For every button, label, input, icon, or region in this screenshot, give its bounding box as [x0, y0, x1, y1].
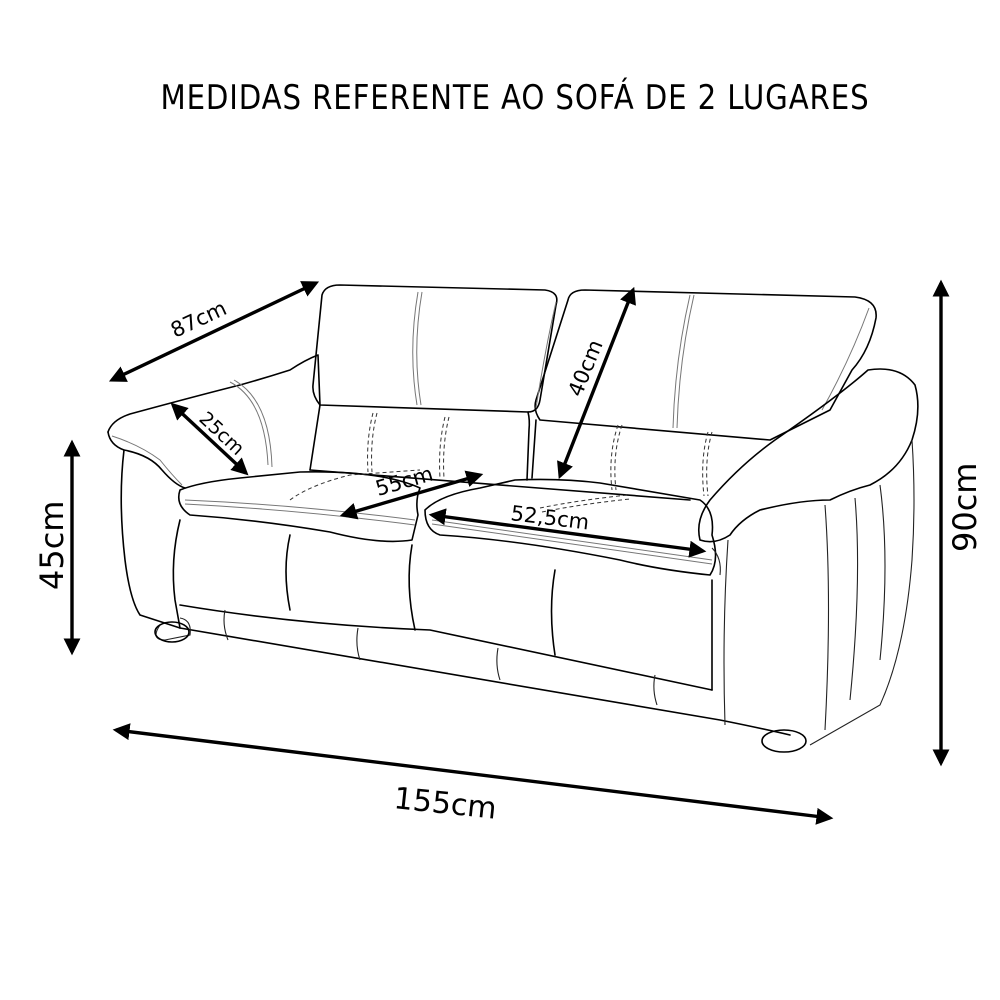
arm-width-arrow: [170, 402, 249, 476]
depth-arrow: [108, 281, 320, 382]
left-seat-cushion: [177, 471, 421, 543]
dimension-labels: 87cm 25cm 40cm 55cm 52,5cm 45cm 90cm 155…: [33, 296, 984, 827]
seat-width-arrow: [428, 508, 707, 558]
backrest-left-cushion: [312, 284, 558, 413]
left-foot: [154, 621, 190, 643]
seat-depth-arrow: [339, 470, 484, 520]
diagram-title: MEDIDAS REFERENTE AO SOFÁ DE 2 LUGARES: [160, 78, 870, 118]
label-total-height: 90cm: [946, 463, 984, 552]
label-seat-depth: 55cm: [373, 462, 436, 501]
label-total-width: 155cm: [392, 781, 498, 827]
dimension-lines: [63, 279, 950, 825]
backrest-height-arrow: [557, 286, 636, 480]
label-seat-height: 45cm: [33, 501, 71, 590]
right-armrest: [697, 368, 919, 543]
label-depth: 87cm: [167, 296, 230, 343]
label-seat-width: 52,5cm: [509, 501, 590, 534]
total-width-arrow: [112, 723, 834, 825]
